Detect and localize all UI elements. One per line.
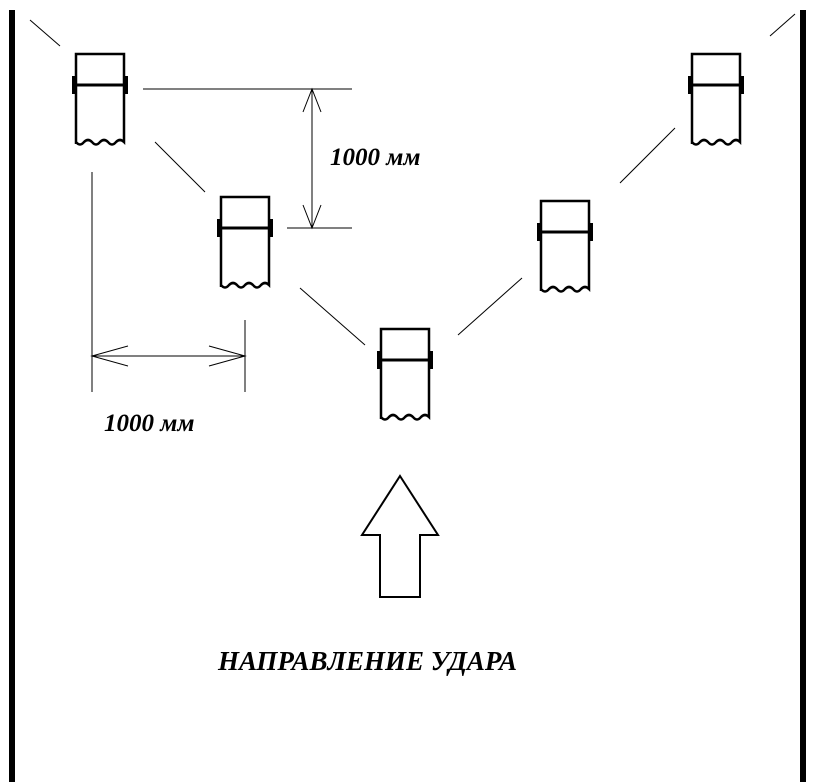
vertical-dimension-label: 1000 мм (330, 144, 421, 171)
cylinder-tab-right (739, 76, 744, 94)
arrowhead-up (302, 87, 322, 113)
cylinder-tab-left (72, 76, 77, 94)
cylinder-tab-right (268, 219, 273, 237)
cylinder-mid-left (217, 195, 273, 289)
arrowhead-left (90, 345, 129, 367)
cylinder-top-right (688, 52, 744, 146)
horizontal-dimension-label: 1000 мм (104, 410, 195, 437)
cylinder-body (74, 52, 126, 146)
cylinder-body (219, 195, 271, 289)
side-walls (9, 10, 806, 782)
cylinder-tab-right (588, 223, 593, 241)
cylinder-front-center (377, 327, 433, 421)
cylinder-tab-left (217, 219, 222, 237)
cylinder-top-left (72, 52, 128, 146)
cylinder-tab-left (688, 76, 693, 94)
cylinder-body (379, 327, 431, 421)
cylinder-tab-right (428, 351, 433, 369)
vertical-dimension (143, 87, 352, 230)
cylinder-tab-right (123, 76, 128, 94)
cylinder-body (539, 199, 591, 293)
cylinder-mid-right (537, 199, 593, 293)
horizontal-dimension (90, 172, 247, 392)
cylinder-tab-left (377, 351, 382, 369)
connector-lines (29, 13, 796, 346)
impact-direction-label: НАПРАВЛЕНИЕ УДАРА (218, 646, 518, 676)
cylinder-tab-left (537, 223, 542, 241)
cylinder-body (690, 52, 742, 146)
impact-direction-arrow (360, 474, 440, 598)
arrowhead-down (302, 204, 322, 230)
arrowhead-right (208, 345, 247, 367)
